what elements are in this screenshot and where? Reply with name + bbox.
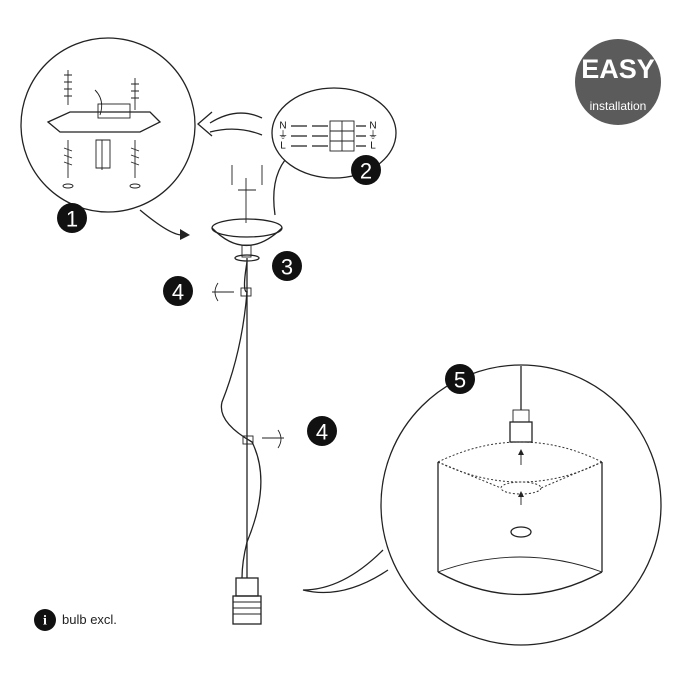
info-icon [34,609,56,631]
step-2-marker: 2 [351,155,381,185]
step-4-marker-lower: 4 [307,416,337,446]
svg-text:4: 4 [172,280,184,305]
svg-text:2: 2 [360,159,372,184]
wire-label-n-in: N [279,121,286,132]
step-1-marker: 1 [57,203,87,233]
step-5-marker: 5 [445,364,475,394]
wiring-terminal-block [291,120,366,152]
svg-text:4: 4 [316,420,328,445]
wire-label-earth-in: ⏚ [278,130,288,142]
detail-lampshade [302,364,662,646]
wire-label-earth-out: ⏚ [368,130,378,142]
note-text: bulb excl. [62,612,117,627]
wire-label-n-out: N [369,121,376,132]
bulb-excluded-note: i bulb excl. [34,609,117,631]
svg-text:5: 5 [454,368,466,393]
badge-subtitle: installation [590,99,647,113]
svg-text:3: 3 [281,255,293,280]
svg-text:1: 1 [66,207,78,232]
svg-text:i: i [43,614,47,629]
badge-title: EASY [581,54,655,84]
easy-installation-badge: EASY installation [575,39,661,125]
wire-label-l-out: L [370,141,376,152]
step-3-marker: 3 [272,251,302,281]
wire-label-l-in: L [280,141,286,152]
detail-wiring: N ⏚ L N ⏚ L [197,87,397,216]
step-4-marker-upper: 4 [163,276,193,306]
detail-mounting-bracket [20,37,196,240]
pendant-assembly [211,165,284,625]
